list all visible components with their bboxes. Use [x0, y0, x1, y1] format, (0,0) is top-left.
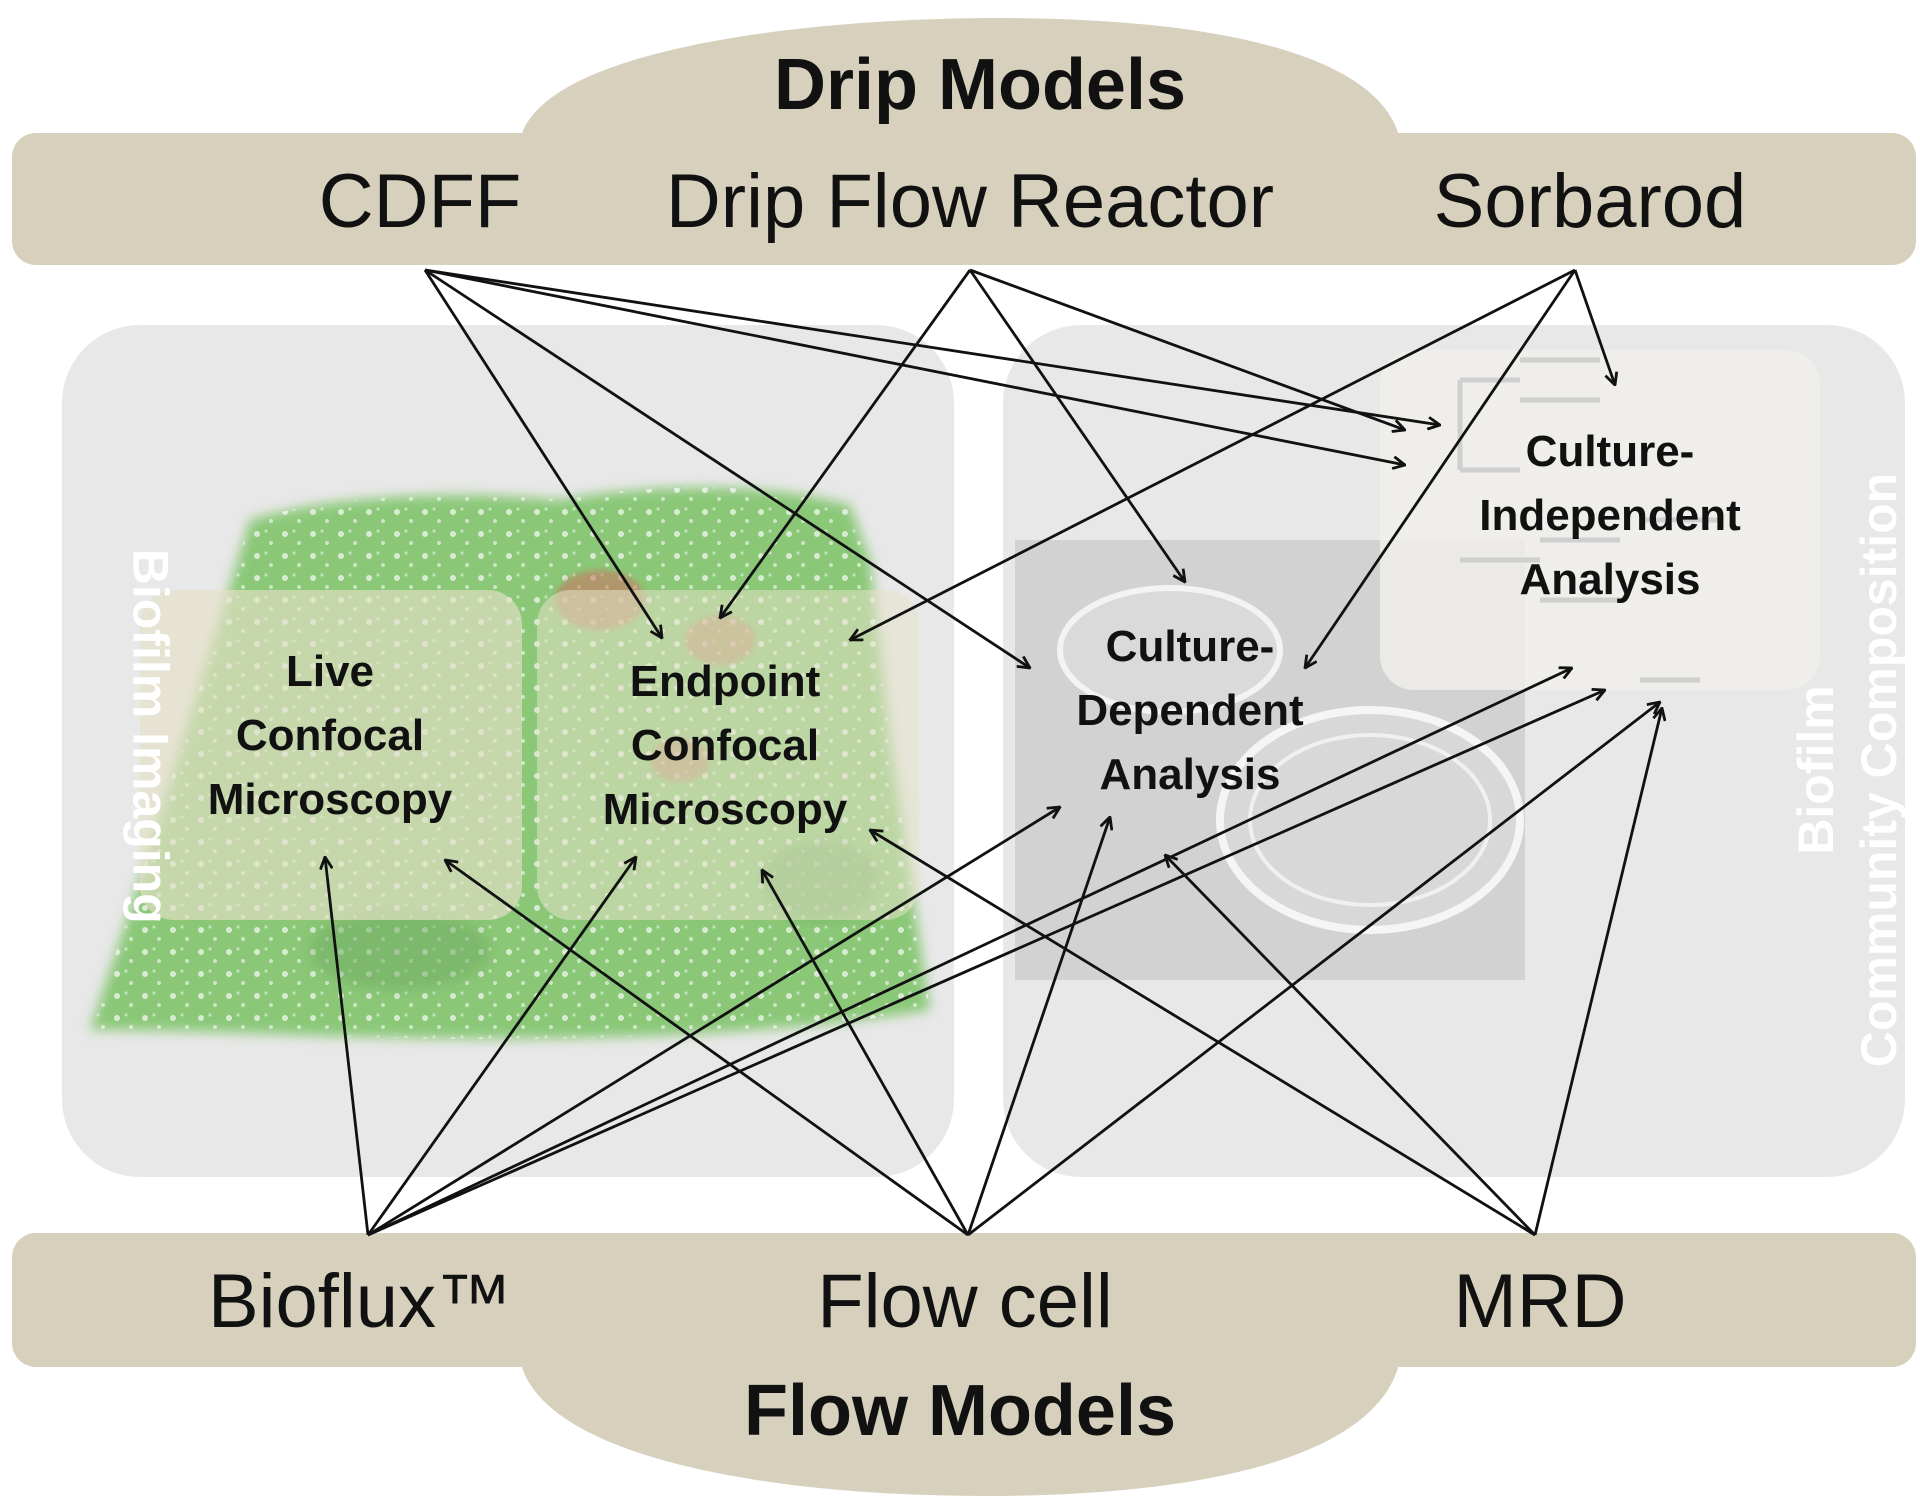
arrow-layer: [325, 268, 1662, 1237]
connection-arrow: [870, 830, 1536, 1237]
flow-models-title: Flow Models: [744, 1371, 1176, 1451]
model-flow-cell: Flow cell: [817, 1259, 1113, 1344]
connection-arrow: [445, 860, 969, 1237]
drip-models-title: Drip Models: [773, 45, 1187, 125]
connection-arrow: [423, 269, 662, 638]
connection-arrow: [969, 268, 1405, 430]
connection-arrow: [1533, 708, 1662, 1236]
connection-arrow: [1305, 269, 1577, 668]
connection-arrow: [1573, 269, 1615, 385]
node-culture-dependent: Culture- Dependent Analysis: [1076, 622, 1304, 799]
node-endpoint-confocal: Endpoint Confocal Microscopy: [602, 657, 848, 834]
flow-models-band: [12, 1233, 1916, 1496]
connection-arrow: [367, 690, 1605, 1237]
model-mrd: MRD: [1453, 1259, 1627, 1344]
connection-arrow: [720, 269, 972, 618]
drip-models-band: [12, 18, 1916, 265]
connection-arrow: [968, 269, 1185, 582]
connection-arrow: [367, 807, 1060, 1237]
section-biofilm-imaging: Biofilm Imaging: [122, 548, 179, 924]
live-confocal-box: [140, 590, 522, 920]
endpoint-confocal-box: [537, 590, 919, 920]
model-cdff: CDFF: [318, 159, 522, 244]
node-culture-independent: Culture- Independent Analysis: [1479, 427, 1741, 604]
connection-arrow: [424, 268, 1440, 425]
node-live-confocal: Live Confocal Microscopy: [207, 647, 453, 824]
connection-arrow: [967, 702, 1660, 1237]
connection-arrow: [1165, 855, 1537, 1236]
model-bioflux: Bioflux™: [207, 1259, 513, 1344]
connection-arrow: [966, 817, 1110, 1236]
section-community-composition: Biofilm Community Composition: [1788, 472, 1907, 1068]
connection-arrow: [367, 668, 1572, 1237]
connection-arrow: [366, 857, 636, 1236]
connection-arrow: [424, 268, 1405, 465]
connection-arrow: [762, 870, 970, 1236]
connection-arrow: [850, 268, 1576, 640]
model-drip-flow-reactor: Drip Flow Reactor: [665, 159, 1275, 244]
model-sorbarod: Sorbarod: [1433, 159, 1747, 244]
dendrogram-background: [1380, 350, 1820, 690]
connection-arrow: [325, 857, 370, 1236]
connection-arrow: [424, 268, 1030, 668]
